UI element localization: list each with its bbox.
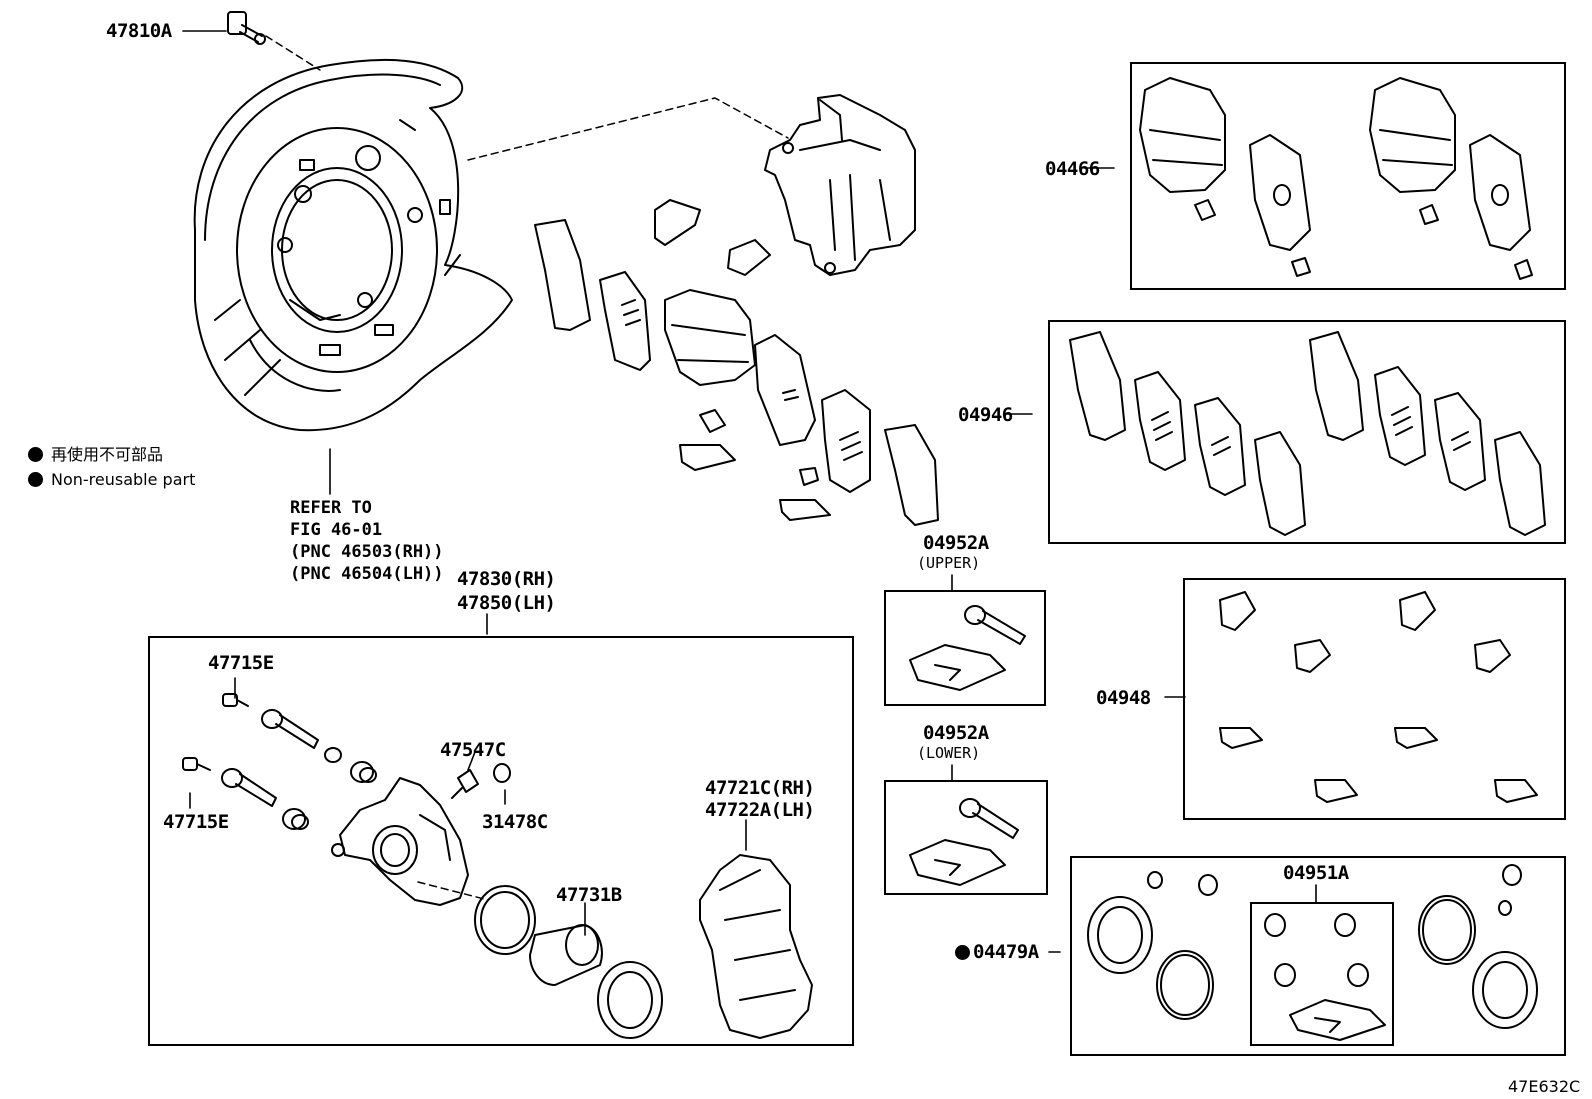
dashed-guides	[265, 35, 789, 901]
kit-box-04952A-upper	[884, 590, 1046, 706]
label-lower: (LOWER)	[917, 744, 981, 762]
refer-line-3: (PNC 46503(RH))	[290, 542, 444, 562]
pads-04466	[1139, 77, 1533, 280]
caliper-parts-lower	[182, 693, 813, 1039]
clips-04948	[1219, 591, 1538, 803]
label-04948[interactable]: 04948	[1096, 687, 1151, 709]
caliper-assembly-box	[148, 636, 854, 1046]
kit-box-04946	[1048, 320, 1566, 544]
kit-box-04951A	[1250, 902, 1394, 1046]
legend-jp: 再使用不可部品	[28, 445, 163, 465]
pads-middle	[534, 199, 939, 526]
pin-kit-lower	[909, 798, 1019, 886]
kit-box-04479A	[1070, 856, 1566, 1056]
label-upper: (UPPER)	[917, 554, 981, 572]
label-47715E-lower[interactable]: 47715E	[163, 811, 229, 833]
label-04952A-upper[interactable]: 04952A	[923, 532, 989, 554]
label-04951A[interactable]: 04951A	[1283, 862, 1349, 884]
label-04946[interactable]: 04946	[958, 404, 1013, 426]
non-reusable-dot-icon	[955, 945, 970, 960]
label-47721C[interactable]: 47721C(RH)	[705, 777, 815, 799]
label-47715E-upper[interactable]: 47715E	[208, 652, 274, 674]
pin-kit-upper	[909, 605, 1026, 691]
label-47830RH[interactable]: 47830(RH)	[457, 568, 556, 590]
label-47547C[interactable]: 47547C	[440, 739, 506, 761]
label-04479A[interactable]: 04479A	[955, 942, 1039, 962]
backing-plate	[193, 58, 513, 432]
non-reusable-dot-icon	[28, 447, 43, 462]
label-31478C[interactable]: 31478C	[482, 811, 548, 833]
bleeder-screw-part	[227, 11, 266, 45]
kit-box-04948	[1183, 578, 1566, 820]
kit-box-04952A-lower	[884, 780, 1048, 895]
kit-box-04466	[1130, 62, 1566, 290]
legend-jp-text: 再使用不可部品	[51, 445, 164, 464]
caliper-assembly-top	[764, 94, 916, 276]
refer-line-2: FIG 46-01	[290, 520, 383, 540]
label-47722A[interactable]: 47722A(LH)	[705, 799, 815, 821]
label-47810A[interactable]: 47810A	[106, 20, 172, 42]
non-reusable-dot-icon	[28, 472, 43, 487]
seal-kit-04479A	[1087, 864, 1538, 1041]
label-04479A-text: 04479A	[973, 941, 1039, 963]
label-04952A-lower[interactable]: 04952A	[923, 722, 989, 744]
refer-line-4: (PNC 46504(LH))	[290, 564, 444, 584]
leader-lines	[182, 30, 1317, 953]
legend-en-text: Non-reusable part	[51, 470, 196, 489]
figure-code: 47E632C	[1508, 1077, 1581, 1096]
label-47850LH[interactable]: 47850(LH)	[457, 592, 556, 614]
label-04466[interactable]: 04466	[1045, 158, 1100, 180]
refer-line-1: REFER TO	[290, 498, 372, 518]
label-47731B[interactable]: 47731B	[556, 884, 622, 906]
legend-en: Non-reusable part	[28, 470, 195, 490]
shims-04946	[1069, 331, 1546, 536]
